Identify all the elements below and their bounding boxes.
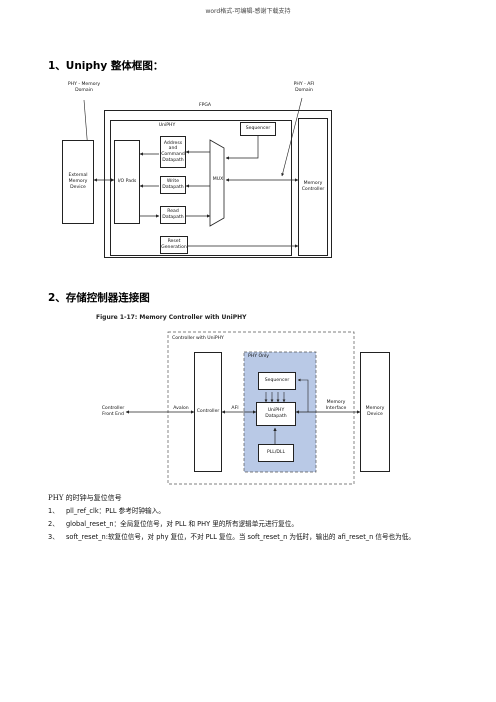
memory-interface-label: Memory Interface (325, 400, 347, 411)
controller-with-uniphy-label: Controller with UniPHY (172, 336, 224, 341)
uniphy-block-diagram: PHY - Memory Domain PHY - AFI Domain FPG… (60, 78, 332, 260)
list-item-number: 3、 (48, 533, 59, 541)
controller-front-end-label: Controller Front End (101, 406, 125, 417)
sequencer-box-2: Sequencer (258, 372, 296, 390)
pll-dll-box: PLL/DLL (258, 444, 294, 462)
fpga-frame (104, 110, 332, 258)
list-item-text: soft_reset_n:软复位信号，对 phy 复位，不对 PLL 复位。当 … (66, 533, 415, 541)
phy-memory-domain-label: PHY - Memory Domain (67, 82, 101, 93)
list-item-text: global_reset_n：全局复位信号，对 PLL 和 PHY 里的所有逻辑… (66, 520, 298, 528)
controller-box: Controller (194, 352, 222, 472)
avalon-label: Avalon (173, 406, 189, 411)
afi-label: AFI (231, 406, 239, 411)
list-item: 1、 pll_ref_clk：PLL 参考时钟输入。 (48, 507, 460, 517)
list-item-number: 1、 (48, 507, 59, 515)
io-pads-box: I/O Pads (114, 140, 140, 224)
clock-reset-heading: PHY 的时钟与复位信号 (48, 494, 122, 502)
reset-generation-box: Reset Generation (160, 236, 188, 254)
section2-title: 2、存储控制器连接图 (48, 292, 150, 304)
fpga-label: FPGA (198, 103, 212, 108)
phy-afi-domain-label: PHY - AFI Domain (293, 82, 315, 93)
list-item: 3、 soft_reset_n:软复位信号，对 phy 复位，不对 PLL 复位… (48, 533, 460, 543)
page-header-note: word格式-可编辑-感谢下载支持 (205, 8, 291, 15)
section1-title: 1、Uniphy 整体框图： (48, 60, 164, 72)
uniphy-datapath-box: UniPHY Datapath (256, 402, 296, 426)
sequencer-box: Sequencer (240, 122, 276, 136)
mux-label: MUX (212, 177, 224, 182)
list-item-number: 2、 (48, 520, 59, 528)
write-datapath-box: Write Datapath (160, 176, 186, 194)
memory-controller-box: Memory Controller (298, 118, 328, 256)
diagram1-connectors (83, 97, 303, 248)
memory-device-box: Memory Device (360, 352, 390, 472)
memory-controller-diagram: Controller with UniPHY PHY Only Sequence… (96, 326, 396, 486)
figure-title: Figure 1-17: Memory Controller with UniP… (96, 314, 247, 321)
uniphy-frame (110, 120, 292, 256)
external-memory-device-box: External Memory Device (62, 140, 94, 224)
address-command-datapath-box: Address and Command Datapath (160, 136, 186, 168)
list-item-text: pll_ref_clk：PLL 参考时钟输入。 (66, 507, 165, 515)
list-item: 2、 global_reset_n：全局复位信号，对 PLL 和 PHY 里的所… (48, 520, 460, 530)
uniphy-label: UniPHY (158, 123, 176, 128)
read-datapath-box: Read Datapath (160, 206, 186, 224)
phy-only-label: PHY Only (248, 354, 270, 359)
